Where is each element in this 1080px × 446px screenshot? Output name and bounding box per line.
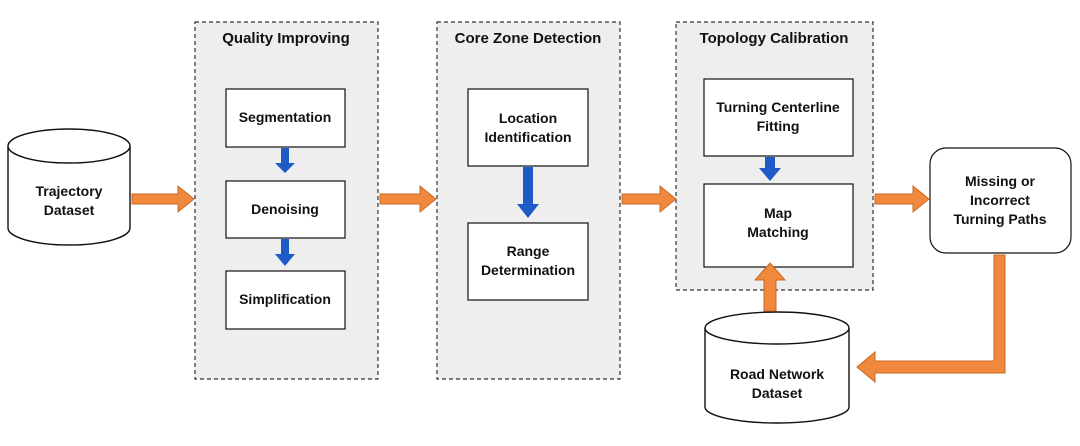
arrow-denoising-to-simplification (275, 239, 295, 266)
turning-label-line1: Turning Centerline (716, 99, 840, 115)
arrow-location-to-range (517, 167, 539, 218)
missing-label-line3: Turning Paths (953, 211, 1046, 227)
trajectory-label-line1: Trajectory (36, 183, 103, 199)
road-label-line2: Dataset (752, 385, 803, 401)
trajectory-dataset-cylinder (7, 128, 131, 246)
road-label-line1: Road Network (730, 366, 824, 382)
arrow-trajectory-to-quality (131, 184, 195, 214)
map-label-line2: Matching (747, 224, 808, 240)
arrow-road-to-map (753, 262, 787, 312)
turning-centerline-box (703, 78, 854, 157)
arrow-quality-to-core (379, 184, 437, 214)
segmentation-box (225, 88, 346, 148)
trajectory-label-line2: Dataset (44, 202, 95, 218)
location-label-line2: Identification (484, 129, 571, 145)
simplification-label: Simplification (239, 291, 331, 307)
panel-title-topology-calibration: Topology Calibration (700, 30, 849, 47)
road-network-dataset-cylinder (704, 311, 850, 424)
range-label-line2: Determination (481, 262, 575, 278)
arrow-topology-to-missing (874, 184, 930, 214)
simplification-box (225, 270, 346, 330)
arrow-segmentation-to-denoising (275, 148, 295, 173)
location-label-line1: Location (499, 110, 557, 126)
missing-label-line1: Missing or (965, 173, 1036, 189)
missing-label-line2: Incorrect (970, 192, 1030, 208)
denoising-box (225, 180, 346, 239)
panel-title-quality-improving: Quality Improving (222, 30, 350, 47)
map-label-line1: Map (764, 205, 792, 221)
segmentation-label: Segmentation (239, 109, 332, 125)
arrow-missing-to-road (856, 254, 1006, 384)
range-label-line1: Range (507, 243, 550, 259)
turning-label-line2: Fitting (757, 118, 800, 134)
range-determination-box (467, 222, 589, 301)
arrow-turning-to-map (759, 157, 781, 181)
location-identification-box (467, 88, 589, 167)
panel-title-core-zone-detection: Core Zone Detection (455, 30, 602, 47)
map-matching-box (703, 183, 854, 268)
missing-turning-paths-box (929, 147, 1072, 254)
arrow-core-to-topology (621, 184, 677, 214)
denoising-label: Denoising (251, 201, 319, 217)
